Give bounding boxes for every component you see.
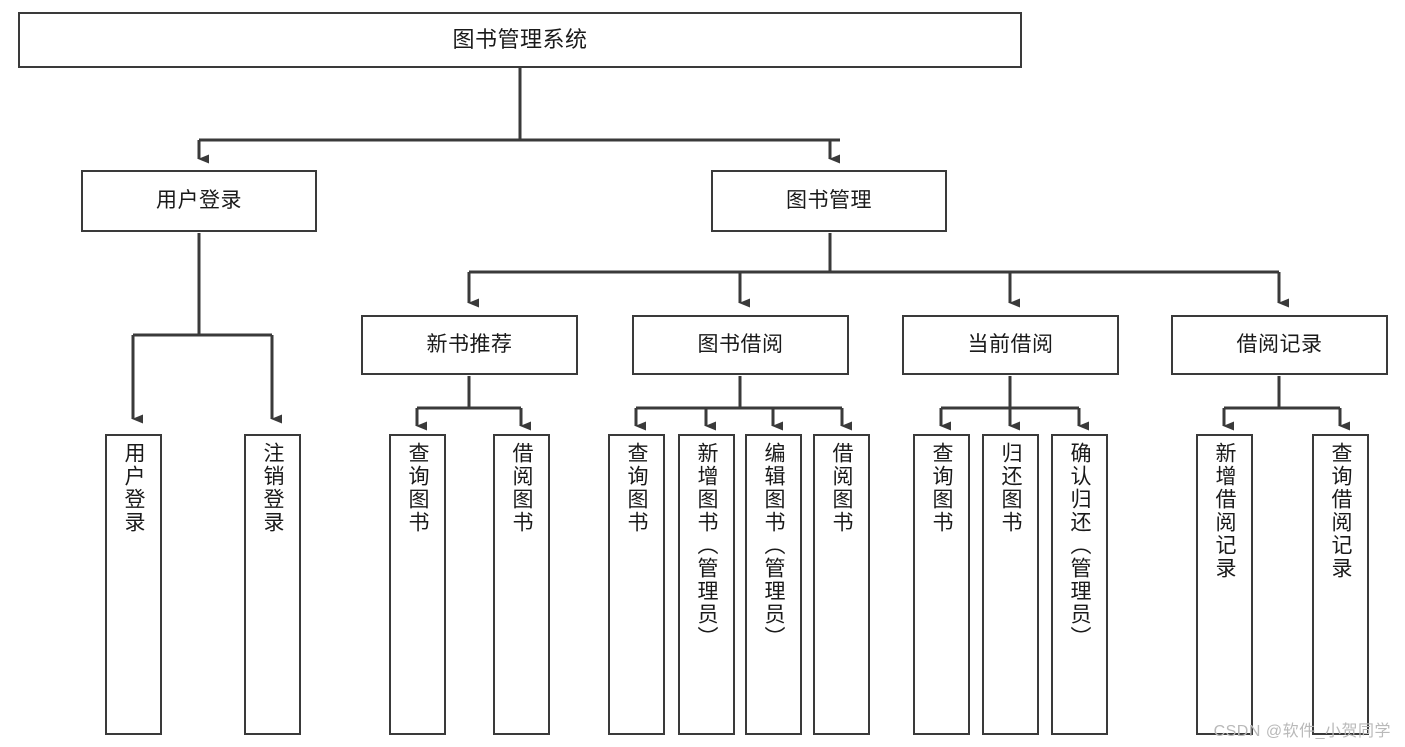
node-label: 编辑图书（管理员） [762, 442, 786, 649]
node-leaf-borrow-book[interactable]: 借阅图书 [813, 434, 870, 735]
node-label: 图书借阅 [697, 332, 784, 356]
node-system-root[interactable]: 图书管理系统 [18, 12, 1022, 68]
node-new-book-recommend[interactable]: 新书推荐 [361, 315, 578, 375]
node-current-borrow[interactable]: 当前借阅 [902, 315, 1119, 375]
node-user-login[interactable]: 用户登录 [81, 170, 317, 232]
node-leaf-add-borrow-record[interactable]: 新增借阅记录 [1196, 434, 1253, 735]
node-label: 归还图书 [999, 442, 1023, 534]
node-label: 新书推荐 [426, 332, 513, 356]
watermark: CSDN @软件_小贺同学 [1213, 723, 1391, 740]
node-label: 新增借阅记录 [1213, 442, 1237, 580]
node-leaf-user-login[interactable]: 用户登录 [105, 434, 162, 735]
node-leaf-edit-book-admin[interactable]: 编辑图书（管理员） [745, 434, 802, 735]
node-label: 查询图书 [406, 442, 430, 534]
node-leaf-query-borrow-record[interactable]: 查询借阅记录 [1312, 434, 1369, 735]
node-leaf-confirm-return-admin[interactable]: 确认归还（管理员） [1051, 434, 1108, 735]
node-label: 确认归还（管理员） [1068, 442, 1092, 649]
node-label: 注销登录 [261, 442, 285, 534]
node-leaf-borrow-book-new[interactable]: 借阅图书 [493, 434, 550, 735]
node-label: 查询图书 [930, 442, 954, 534]
node-label: 新增图书（管理员） [695, 442, 719, 649]
node-label: 图书管理系统 [452, 27, 588, 53]
node-leaf-query-book-current[interactable]: 查询图书 [913, 434, 970, 735]
node-label: 借阅图书 [830, 442, 854, 534]
node-label: 用户登录 [122, 442, 146, 534]
node-borrow-record[interactable]: 借阅记录 [1171, 315, 1388, 375]
node-label: 查询借阅记录 [1329, 442, 1353, 580]
node-leaf-logout[interactable]: 注销登录 [244, 434, 301, 735]
node-label: 用户登录 [156, 188, 242, 212]
node-leaf-return-book[interactable]: 归还图书 [982, 434, 1039, 735]
node-label: 借阅图书 [510, 442, 534, 534]
node-label: 查询图书 [625, 442, 649, 534]
node-leaf-query-book[interactable]: 查询图书 [608, 434, 665, 735]
node-book-management[interactable]: 图书管理 [711, 170, 947, 232]
node-label: 借阅记录 [1236, 332, 1323, 356]
node-leaf-query-book-new[interactable]: 查询图书 [389, 434, 446, 735]
node-label: 图书管理 [786, 188, 872, 212]
node-leaf-add-book-admin[interactable]: 新增图书（管理员） [678, 434, 735, 735]
node-book-borrow[interactable]: 图书借阅 [632, 315, 849, 375]
node-label: 当前借阅 [967, 332, 1054, 356]
